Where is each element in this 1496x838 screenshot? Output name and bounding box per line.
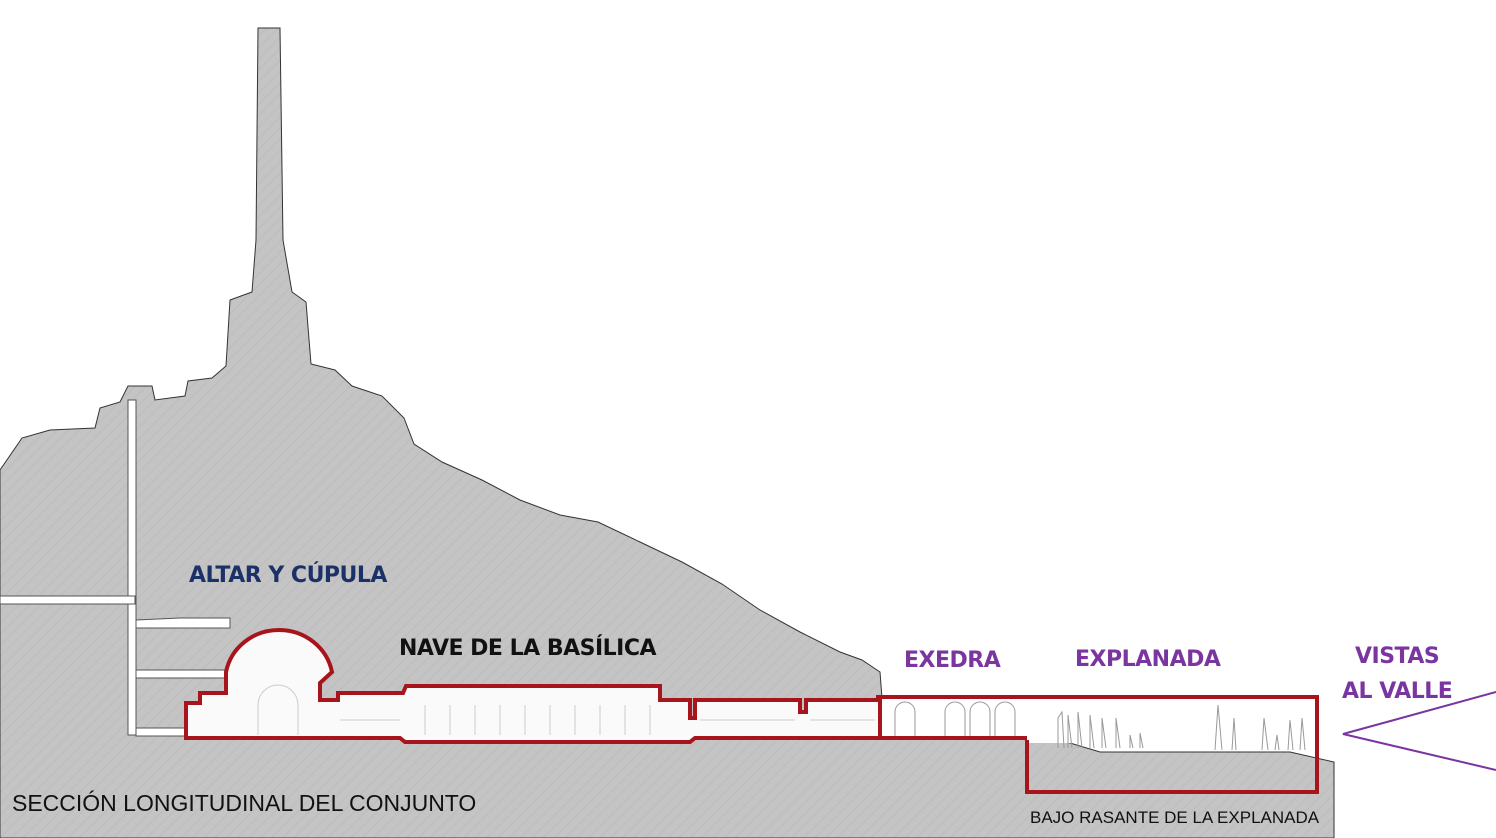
label-al-valle: AL VALLE bbox=[1342, 679, 1453, 704]
basilica-outline bbox=[184, 628, 882, 744]
exedra-interior bbox=[880, 698, 1027, 738]
mountain-silhouette bbox=[0, 27, 1335, 838]
label-exedra: EXEDRA bbox=[904, 648, 1001, 673]
explanada-cypresses bbox=[1057, 704, 1306, 751]
label-explanada: EXPLANADA bbox=[1075, 647, 1221, 672]
label-nave-basilica: NAVE DE LA BASÍLICA bbox=[399, 636, 657, 661]
lower-gallery bbox=[135, 669, 227, 679]
label-bajo-rasante: BAJO RASANTE DE LA EXPLANADA bbox=[1030, 808, 1320, 827]
label-altar-cupula: ALTAR Y CÚPULA bbox=[189, 563, 387, 588]
basilica-arcades bbox=[257, 684, 875, 735]
exedra-arches bbox=[894, 701, 1016, 736]
view-cone-lines bbox=[1342, 691, 1496, 771]
explanada-outline bbox=[876, 695, 1319, 794]
label-vistas: VISTAS bbox=[1355, 644, 1440, 669]
explanada-interior bbox=[1027, 698, 1317, 743]
access-gallery bbox=[135, 727, 187, 737]
diagram-title: SECCIÓN LONGITUDINAL DEL CONJUNTO bbox=[12, 790, 477, 816]
side-gallery bbox=[135, 617, 231, 629]
upper-gallery bbox=[0, 595, 136, 605]
vertical-shaft bbox=[127, 399, 137, 736]
